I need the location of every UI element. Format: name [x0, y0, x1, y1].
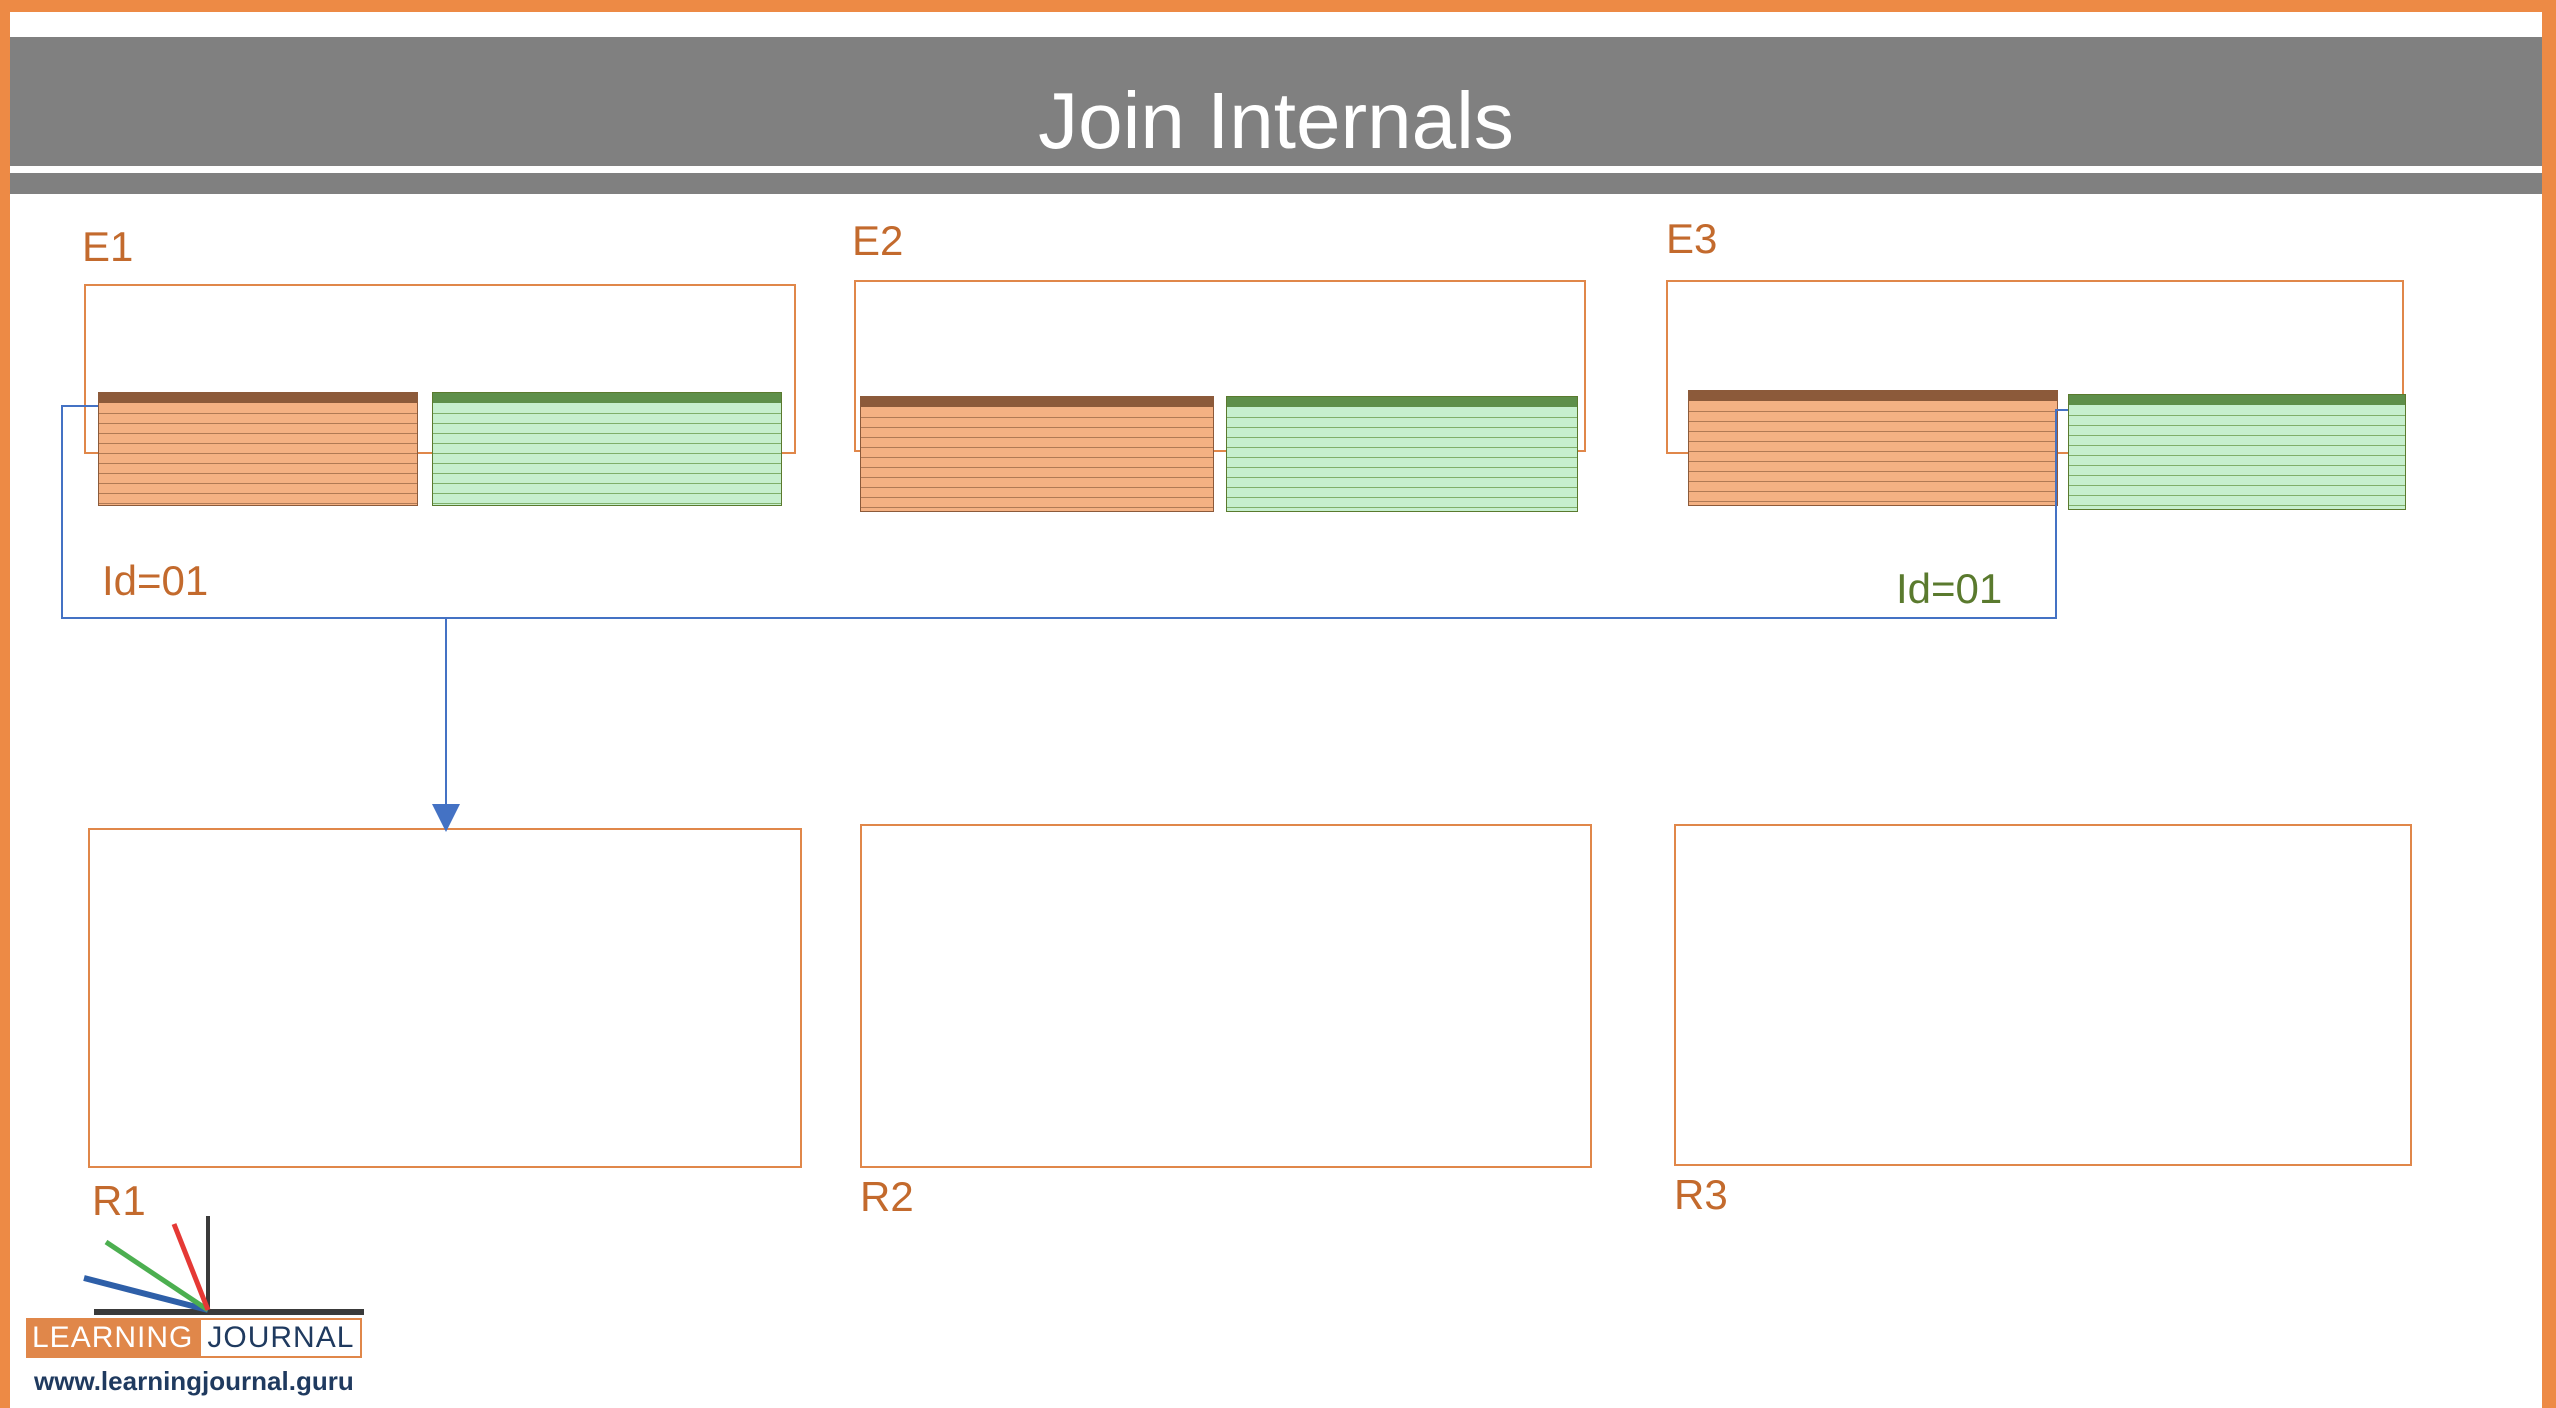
table-row: [2069, 455, 2405, 456]
table-row: [99, 423, 417, 424]
table-row: [1227, 477, 1577, 478]
logo-text-learning: LEARNING: [26, 1318, 200, 1358]
table-row: [1689, 431, 2057, 432]
table-row: [1227, 447, 1577, 448]
table-row: [99, 413, 417, 414]
table-row: [1689, 451, 2057, 452]
table-row: [2069, 415, 2405, 416]
table-row: [99, 483, 417, 484]
table-row: [2069, 465, 2405, 466]
table-row: [99, 473, 417, 474]
table-row: [2069, 435, 2405, 436]
table-row: [433, 473, 781, 474]
table-row: [2069, 445, 2405, 446]
table-row: [1689, 501, 2057, 502]
table-row: [99, 493, 417, 494]
result-box-r3: [1674, 824, 2412, 1166]
logo-wordmark: LEARNING JOURNAL: [26, 1318, 363, 1358]
table-row: [433, 503, 781, 504]
table-row: [1227, 457, 1577, 458]
table-header: [861, 397, 1213, 407]
table-row: [861, 497, 1213, 498]
table-header: [1689, 391, 2057, 401]
table-row: [1689, 441, 2057, 442]
table-row: [1227, 417, 1577, 418]
table-row: [433, 493, 781, 494]
table-row: [433, 413, 781, 414]
table-row: [2069, 485, 2405, 486]
table-row: [433, 453, 781, 454]
table-row: [861, 447, 1213, 448]
table-header: [99, 393, 417, 403]
executor-box-e2: [854, 280, 1586, 452]
table-row: [2069, 495, 2405, 496]
executor-label-e1: E1: [82, 223, 134, 270]
table-row: [861, 467, 1213, 468]
table-row: [861, 507, 1213, 508]
table-row: [1689, 481, 2057, 482]
table-row: [861, 487, 1213, 488]
table-row: [861, 457, 1213, 458]
table-row: [861, 437, 1213, 438]
table-row: [1689, 471, 2057, 472]
table-row: [1227, 497, 1577, 498]
table-row: [1689, 461, 2057, 462]
table-row: [1689, 491, 2057, 492]
partition-table-green: [432, 392, 782, 506]
table-row: [1227, 427, 1577, 428]
table-row: [1227, 507, 1577, 508]
table-row: [1227, 487, 1577, 488]
partition-table-orange: [1688, 390, 2058, 506]
slide: Join Internals E1 E2 E3 Id=01 Id=01 R1 R…: [10, 12, 2542, 1408]
shuffle-connector: [61, 405, 2068, 619]
title-divider: [10, 166, 2542, 173]
table-row: [861, 427, 1213, 428]
table-row: [1689, 411, 2057, 412]
table-row: [2069, 475, 2405, 476]
title-divider: [10, 30, 2542, 37]
table-row: [1689, 421, 2057, 422]
executor-label-e3: E3: [1666, 215, 1718, 262]
connector-lines: [61, 405, 2068, 832]
table-row: [433, 433, 781, 434]
table-row: [433, 423, 781, 424]
table-row: [99, 463, 417, 464]
slide-title: Join Internals: [1038, 76, 1514, 165]
logo-text-journal: JOURNAL: [199, 1318, 363, 1358]
table-header: [1227, 397, 1577, 407]
id-label-left: Id=01: [102, 557, 209, 604]
table-row: [2069, 425, 2405, 426]
table-row: [861, 417, 1213, 418]
table-row: [433, 443, 781, 444]
id-label-right: Id=01: [1896, 565, 2003, 612]
table-row: [99, 433, 417, 434]
table-header: [433, 393, 781, 403]
partition-table-orange: [98, 392, 418, 506]
partition-table-green: [1226, 396, 1578, 512]
table-row: [99, 503, 417, 504]
table-header: [2069, 395, 2405, 405]
executor-label-e2: E2: [852, 217, 904, 264]
table-row: [1227, 467, 1577, 468]
table-row: [99, 453, 417, 454]
table-row: [433, 483, 781, 484]
partition-table-orange: [860, 396, 1214, 512]
result-label-r2: R2: [860, 1173, 914, 1220]
result-label-r3: R3: [1674, 1171, 1728, 1218]
table-row: [2069, 505, 2405, 506]
table-row: [861, 477, 1213, 478]
result-box-r2: [860, 824, 1592, 1168]
table-row: [1227, 437, 1577, 438]
learning-journal-logo-icon: [83, 1216, 364, 1315]
table-row: [433, 463, 781, 464]
logo-url: www.learningjournal.guru: [34, 1366, 354, 1396]
partition-table-green: [2068, 394, 2406, 510]
result-label-r1: R1: [92, 1177, 146, 1224]
title-band: Join Internals: [10, 30, 2542, 194]
table-row: [99, 443, 417, 444]
